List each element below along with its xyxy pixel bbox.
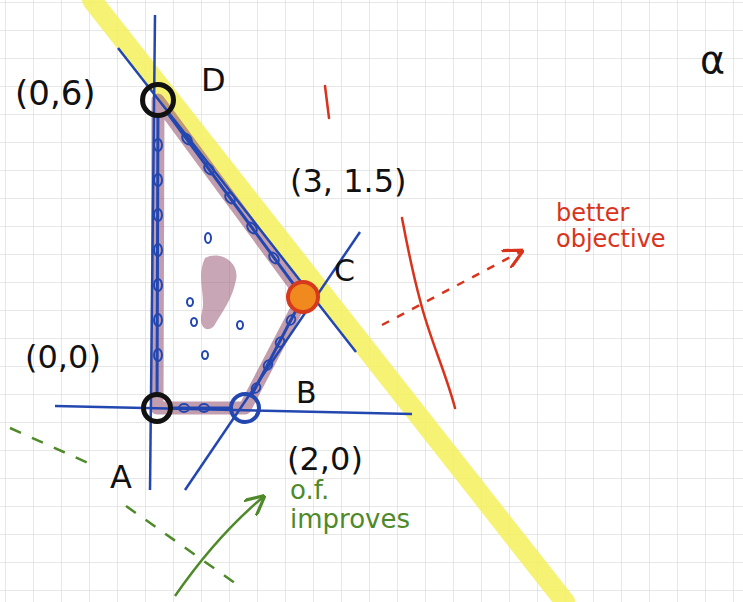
coordinate-label: (3, 1.5) <box>290 164 407 199</box>
vertex-name: A <box>110 460 132 495</box>
feasible-region-outline <box>157 100 303 408</box>
interior-mark <box>237 321 243 329</box>
objective-contour <box>126 506 242 588</box>
interior-mark <box>202 351 208 359</box>
coordinate-label: (0,6) <box>15 75 96 112</box>
region-shading <box>201 255 237 329</box>
improve-arrow <box>382 252 520 325</box>
objective-note: better objective <box>556 200 728 253</box>
coordinate-label: (2,0) <box>287 442 363 477</box>
objective-note: o.f. improves <box>290 476 440 533</box>
interior-mark <box>187 298 193 306</box>
highlight-line <box>92 0 565 602</box>
vertex-name: D <box>201 63 226 98</box>
boundary-marks <box>154 132 297 412</box>
partial-symbol: α <box>700 40 725 82</box>
objective-contour <box>402 218 455 408</box>
constraint-line <box>118 48 356 352</box>
improve-arrow <box>175 498 262 596</box>
vertex-name: C <box>334 254 355 287</box>
vertex-point: B(2,0) <box>229 392 261 424</box>
objective-contour <box>325 86 329 118</box>
constraint-edge <box>156 118 160 392</box>
coordinate-label: (0,0) <box>25 340 101 375</box>
objective-contour <box>10 428 95 466</box>
interior-mark <box>205 233 211 243</box>
vertex-point: (0,6)D <box>140 82 176 118</box>
x-axis <box>55 406 412 414</box>
vertex-point: (3, 1.5)C <box>286 280 320 314</box>
vertex-point: (0,0)A <box>141 392 173 424</box>
constraint-edge <box>252 312 295 394</box>
constraint-edge <box>169 114 293 283</box>
interior-mark <box>191 318 197 326</box>
vertex-name: B <box>296 376 317 409</box>
constraint-edge <box>173 407 229 410</box>
